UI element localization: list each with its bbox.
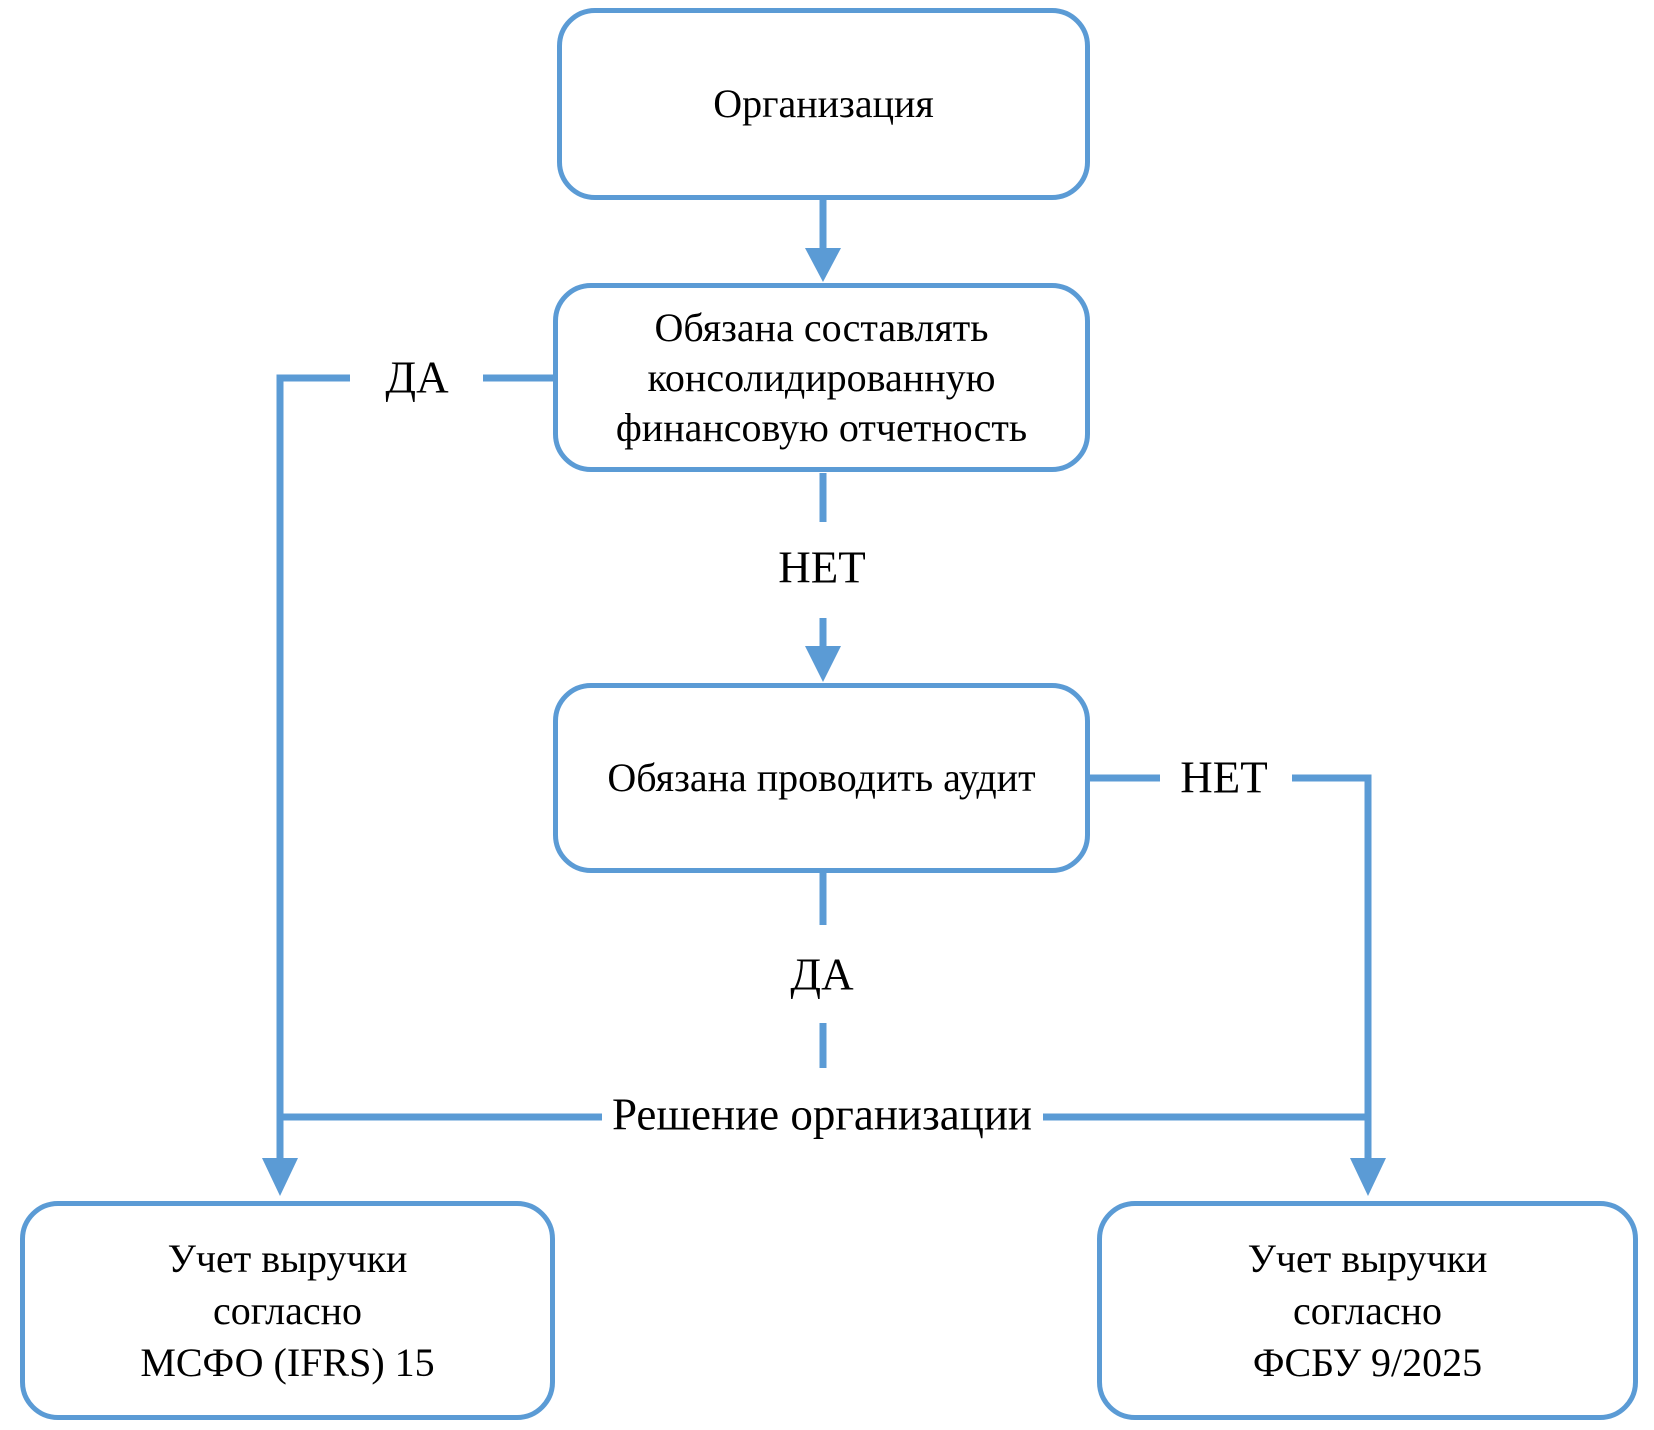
node-ifrs-line-3: МСФО (IFRS) 15 <box>140 1339 435 1385</box>
node-audit-label: Обязана проводить аудит <box>607 755 1036 800</box>
connector-yes-left-arrowhead <box>262 1158 298 1196</box>
node-consolidated-line-1: Обязана составлять <box>654 304 989 350</box>
node-consolidated-line-2: консолидированную <box>647 354 996 400</box>
branch-label-no-down: НЕТ <box>772 543 872 593</box>
node-organization-label: Организация <box>713 81 934 126</box>
node-organization: Организация <box>557 8 1090 200</box>
node-fsbu-line-2: согласно <box>1292 1287 1442 1333</box>
branch-label-yes-down: ДА <box>784 950 860 1000</box>
node-ifrs-line-1: Учет выручки <box>167 1235 408 1281</box>
node-audit-required: Обязана проводить аудит <box>553 683 1090 873</box>
connector-org-to-consolidated-arrowhead <box>805 248 841 282</box>
connector-yes-left-down <box>276 374 350 1160</box>
node-consolidated-line-3: финансовую отчетность <box>615 404 1028 450</box>
node-fsbu-9-2025: Учет выручки согласно ФСБУ 9/2025 <box>1097 1201 1638 1420</box>
node-fsbu-line-3: ФСБУ 9/2025 <box>1252 1339 1483 1385</box>
node-consolidated-statements: Обязана составлять консолидированную фин… <box>553 283 1090 472</box>
branch-label-yes-left: ДА <box>379 353 455 403</box>
node-fsbu-line-1: Учет выручки <box>1247 1235 1488 1281</box>
branch-label-decision: Решение организации <box>605 1090 1039 1140</box>
node-ifrs-15: Учет выручки согласно МСФО (IFRS) 15 <box>20 1201 555 1420</box>
connector-no-down-arrowhead <box>805 646 841 682</box>
connector-no-right-arrowhead <box>1350 1158 1386 1196</box>
connector-no-right-down <box>1292 774 1372 1160</box>
node-ifrs-line-2: согласно <box>212 1287 362 1333</box>
branch-label-no-right: НЕТ <box>1174 753 1274 803</box>
